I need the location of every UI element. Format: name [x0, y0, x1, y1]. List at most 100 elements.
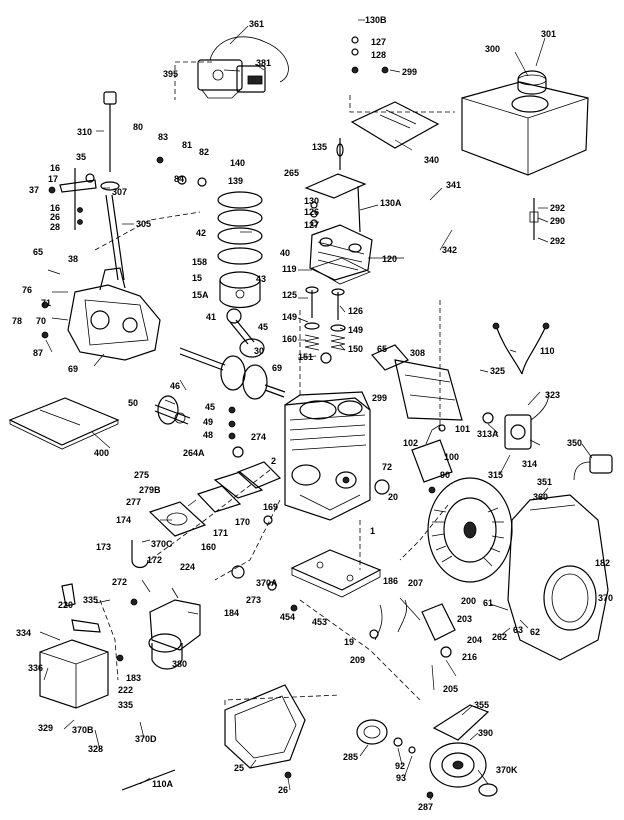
callout: 120 [382, 254, 397, 264]
starter-button-part [573, 454, 613, 481]
callout: 370B [72, 725, 94, 735]
callout: 93 [396, 773, 406, 783]
callout: 300 [485, 44, 500, 54]
callout: 262 [492, 632, 507, 642]
callout: 49 [203, 417, 213, 427]
callout: 151 [298, 352, 313, 362]
callout: 149 [348, 325, 363, 335]
callout: 50 [128, 398, 138, 408]
callout: 40 [280, 248, 290, 258]
callout: 323 [545, 390, 560, 400]
callout: 65 [377, 344, 387, 354]
callout: 101 [455, 424, 470, 434]
callout: 216 [462, 652, 477, 662]
callout: 16 [50, 163, 60, 173]
base-plate-part [290, 549, 382, 598]
callout: 277 [126, 497, 141, 507]
callout: 110 [540, 346, 555, 356]
callout: 174 [116, 515, 131, 525]
callout: 207 [408, 578, 423, 588]
callout: 390 [478, 728, 493, 738]
callout: 313A [477, 429, 499, 439]
callout: 35 [76, 152, 86, 162]
callout: 454 [280, 612, 295, 622]
callout: 130B [365, 15, 387, 25]
callout: 222 [118, 685, 133, 695]
governor-control-part [374, 599, 456, 658]
callout: 80 [133, 122, 143, 132]
flywheel-part [427, 477, 513, 583]
callout: 30 [254, 346, 264, 356]
callout: 329 [38, 723, 53, 733]
callout: 336 [28, 663, 43, 673]
callout: 272 [112, 577, 127, 587]
callout: 275 [134, 470, 149, 480]
fuel-line-part [529, 198, 539, 240]
callout: 341 [446, 180, 461, 190]
cylinder-head-part [309, 224, 373, 281]
crankcase-cover-part [67, 267, 161, 361]
callout: 370A [256, 578, 278, 588]
camshaft-part [154, 395, 191, 425]
callout: 220 [58, 600, 73, 610]
callout: 84 [174, 174, 184, 184]
callout: 150 [348, 344, 363, 354]
callout: 76 [22, 285, 32, 295]
callout: 307 [112, 187, 127, 197]
callout: 209 [350, 655, 365, 665]
callout: 46 [170, 381, 180, 391]
callout: 287 [418, 802, 433, 812]
callout: 370D [135, 734, 157, 744]
callout: 203 [457, 614, 472, 624]
callout: 2 [271, 456, 276, 466]
callout: 184 [224, 608, 239, 618]
callout: 340 [424, 155, 439, 165]
callout: 395 [163, 69, 178, 79]
callout: 87 [33, 348, 43, 358]
air-baffle-part [371, 344, 463, 421]
callout: 61 [483, 598, 493, 608]
callout: 45 [205, 402, 215, 412]
callout: 81 [182, 140, 192, 150]
callout: 119 [282, 264, 297, 274]
callout: 170 [235, 517, 250, 527]
governor-linkage-part [48, 168, 97, 230]
callout: 360 [533, 492, 548, 502]
assembly-lines [94, 61, 455, 705]
callout: 26 [278, 785, 288, 795]
callout: 69 [272, 363, 282, 373]
callout: 350 [567, 438, 582, 448]
callout: 140 [230, 158, 245, 168]
intake-gaskets-part [196, 461, 282, 513]
callout: 158 [192, 257, 207, 267]
crankshaft-part [179, 347, 286, 400]
callout: 370C [151, 539, 173, 549]
cylinder-block-part [284, 391, 371, 521]
callout: 19 [344, 637, 354, 647]
callout: 204 [467, 635, 482, 645]
head-gasket-part [311, 257, 371, 285]
fuel-tank-part [461, 70, 589, 176]
callout: 26 [50, 212, 60, 222]
callout: 126 [348, 306, 363, 316]
callout: 65 [33, 247, 43, 257]
callout: 400 [94, 448, 109, 458]
callout: 186 [383, 576, 398, 586]
callout: 334 [16, 628, 31, 638]
callout: 15 [192, 273, 202, 283]
callout: 290 [550, 216, 565, 226]
leader-lines [39, 19, 593, 801]
callout: 172 [147, 555, 162, 565]
air-cleaner-part [39, 583, 109, 709]
piston-part [219, 271, 261, 309]
ignition-wire-part [492, 322, 550, 375]
carburetor-part [148, 587, 201, 670]
blower-housing-part [507, 494, 609, 661]
callout: 160 [201, 542, 216, 552]
valves-part [305, 286, 345, 320]
callout: 183 [126, 673, 141, 683]
valve-springs-part [304, 322, 346, 364]
callout: 315 [488, 470, 503, 480]
callout: 351 [537, 477, 552, 487]
